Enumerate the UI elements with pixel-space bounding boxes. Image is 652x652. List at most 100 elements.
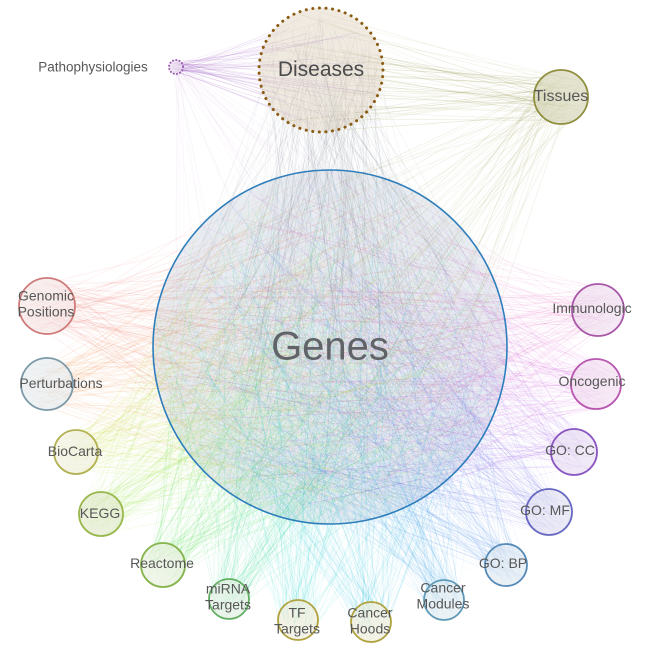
diseases-underlay <box>259 8 383 132</box>
pathophysiologies-underlay <box>169 60 183 74</box>
go-mf-ring <box>525 488 573 536</box>
immunologic-node[interactable] <box>571 283 625 337</box>
go-bp-tint <box>485 544 527 586</box>
tf-targets-underlay <box>278 600 318 640</box>
mirna-targets-node[interactable] <box>208 578 250 620</box>
biocarta-node[interactable] <box>53 429 99 475</box>
mirna-targets-tint <box>209 579 249 619</box>
edges-kegg-genes <box>79 182 498 536</box>
go-bp-underlay <box>485 544 527 586</box>
go-cc-underlay <box>551 429 597 475</box>
cancer-modules-ring <box>423 579 465 621</box>
genomic-positions-node[interactable] <box>18 277 76 335</box>
oncogenic-ring <box>570 358 622 410</box>
go-cc-label[interactable]: GO: CC <box>545 442 595 459</box>
genomic-positions-underlay <box>19 278 75 334</box>
reactome-ring <box>140 542 186 588</box>
diseases-label[interactable]: Diseases <box>277 58 365 82</box>
cancer-modules-label[interactable]: Cancer Modules <box>416 579 470 611</box>
genes-node[interactable] <box>152 169 508 525</box>
diseases-tint <box>259 8 383 132</box>
genes-label[interactable]: Genes <box>271 324 389 369</box>
edges-reactome-genes <box>142 182 492 584</box>
pathophysiologies-node[interactable] <box>168 59 184 75</box>
oncogenic-node[interactable] <box>570 358 622 410</box>
immunologic-tint <box>572 284 624 336</box>
edges-cancer_hoods-genes <box>161 179 501 643</box>
cancer-modules-underlay <box>424 580 464 620</box>
kegg-node[interactable] <box>78 491 124 537</box>
tf-targets-node[interactable] <box>277 599 319 641</box>
tf-targets-label[interactable]: TF Targets <box>274 604 320 636</box>
mirna-targets-label[interactable]: miRNA Targets <box>205 580 251 612</box>
biocarta-ring <box>53 429 99 475</box>
perturbations-node[interactable] <box>20 357 74 411</box>
go-mf-node[interactable] <box>525 488 573 536</box>
reactome-label[interactable]: Reactome <box>130 555 194 572</box>
edges-cancer_modules-genes <box>156 170 499 618</box>
oncogenic-underlay <box>571 359 621 409</box>
oncogenic-tint <box>571 359 621 409</box>
biocarta-tint <box>54 430 98 474</box>
cancer-hoods-label[interactable]: Cancer Hoods <box>347 604 393 636</box>
immunologic-ring <box>571 283 625 337</box>
go-cc-tint <box>551 429 597 475</box>
diseases-node[interactable] <box>257 6 385 134</box>
kegg-tint <box>79 492 123 536</box>
go-cc-node[interactable] <box>550 428 598 476</box>
genomic-positions-ring <box>18 277 76 335</box>
cancer-hoods-underlay <box>351 602 391 642</box>
immunologic-label[interactable]: Immunologic <box>552 300 632 317</box>
edges-diseases-genes <box>164 13 503 518</box>
tissues-node[interactable] <box>533 69 589 125</box>
pathophysiologies-ring <box>168 59 184 75</box>
edges-go_cc-genes <box>166 183 596 507</box>
genomic-positions-tint <box>19 278 75 334</box>
biocarta-underlay <box>54 430 98 474</box>
edges-pathophysiologies-diseases <box>169 18 380 127</box>
reactome-tint <box>141 543 185 587</box>
edges-tf_targets-genes <box>155 182 494 639</box>
tissues-label[interactable]: Tissues <box>533 88 589 106</box>
go-bp-node[interactable] <box>484 543 528 587</box>
go-mf-label[interactable]: GO: MF <box>520 502 570 519</box>
edges-immunologic-genes <box>164 193 623 519</box>
oncogenic-label[interactable]: Oncogenic <box>558 373 626 390</box>
perturbations-label[interactable]: Perturbations <box>19 375 103 392</box>
kegg-underlay <box>79 492 123 536</box>
reactome-node[interactable] <box>140 542 186 588</box>
tf-targets-ring <box>277 599 319 641</box>
go-bp-label[interactable]: GO: BP <box>478 555 528 572</box>
reactome-underlay <box>141 543 185 587</box>
edges-genomic_positions-genes <box>19 178 501 516</box>
tissues-underlay <box>534 70 588 124</box>
edges-pathophysiologies-genes <box>169 60 494 484</box>
go-mf-tint <box>526 489 572 535</box>
tissues-ring <box>533 69 589 125</box>
cancer-modules-node[interactable] <box>423 579 465 621</box>
genes-area-fill <box>153 170 507 524</box>
kegg-label[interactable]: KEGG <box>79 505 121 522</box>
genomic-positions-label[interactable]: Genomic Positions <box>17 287 75 319</box>
perturbations-ring <box>20 357 74 411</box>
immunologic-underlay <box>572 284 624 336</box>
edges-go_bp-genes <box>164 181 526 584</box>
perturbations-underlay <box>21 358 73 410</box>
cancer-hoods-node[interactable] <box>350 601 392 643</box>
kegg-ring <box>78 491 124 537</box>
mirna-targets-ring <box>208 578 250 620</box>
cancer-modules-tint <box>424 580 464 620</box>
perturbations-tint <box>21 358 73 410</box>
pathophysiologies-label[interactable]: Pathophysiologies <box>38 59 148 75</box>
biocarta-label[interactable]: BioCarta <box>47 443 103 460</box>
pathophysiologies-tint <box>169 60 183 74</box>
go-cc-ring <box>550 428 598 476</box>
edges-tissues-diseases <box>265 11 584 131</box>
edges-tissues-genes <box>180 71 586 517</box>
go-bp-ring <box>484 543 528 587</box>
cancer-hoods-ring <box>350 601 392 643</box>
mirna-targets-underlay <box>209 579 249 619</box>
tf-targets-tint <box>278 600 318 640</box>
edges-perturbations-genes <box>21 177 502 509</box>
